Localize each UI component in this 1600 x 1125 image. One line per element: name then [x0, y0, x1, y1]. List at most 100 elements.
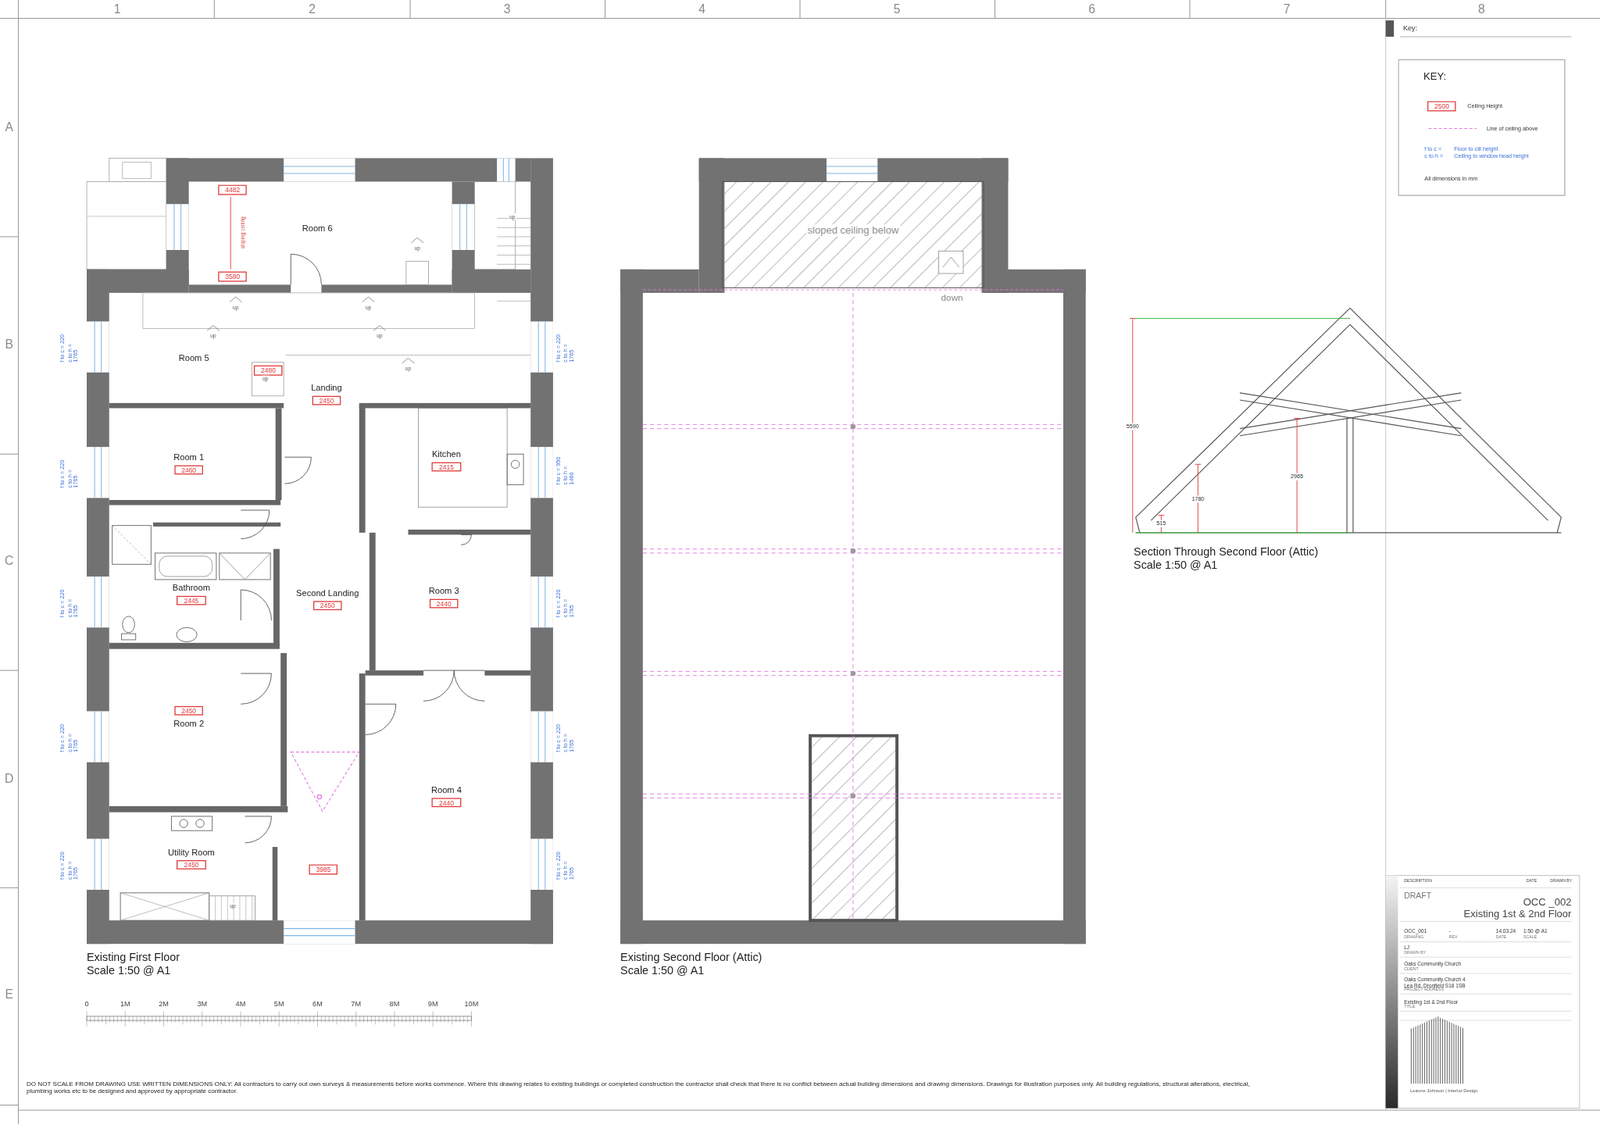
scale-tick [243, 1016, 245, 1023]
title-block-rule [1400, 1010, 1572, 1012]
scale-tick [428, 1016, 430, 1023]
window-note: f to c = 950 c to h = 1460 [555, 453, 576, 486]
stair-label: up [232, 303, 239, 311]
window-note: f to c = 220 c to h = 1765 [555, 331, 576, 363]
title-block-text: DATE [1496, 935, 1508, 940]
partition [365, 670, 424, 676]
title-block-text: Existing 1st & 2nd Floor [1463, 907, 1572, 921]
ceiling-height-tag: 3985 [308, 864, 338, 875]
scale-tick [97, 1016, 99, 1023]
scale-tick [247, 1016, 249, 1023]
grid-ref: 7 [1283, 1, 1291, 17]
ceiling-height-tag: 2440 [429, 598, 459, 609]
grid-ref: 5 [893, 1, 901, 17]
scale-tick [305, 1016, 307, 1023]
partition [272, 846, 279, 921]
scale-tick [205, 1016, 207, 1023]
door-swing [423, 670, 454, 701]
door-swing [460, 534, 472, 545]
logo-line [1426, 1021, 1428, 1085]
scale-tick [209, 1016, 211, 1023]
scale-label: 2M [158, 1000, 169, 1009]
scale-label: 8M [389, 1000, 400, 1009]
collar [1239, 392, 1461, 429]
designer-name: Leanne Johnson | Interior Design [1410, 1088, 1478, 1094]
window-note: f to c = 220 c to h = 1765 [59, 849, 80, 881]
scale-tick [317, 1010, 318, 1027]
scale-tick [378, 1016, 380, 1023]
drawing-scale: Scale 1:50 @ A1 [620, 964, 704, 978]
window-glass [283, 165, 355, 167]
grid-divider [0, 453, 19, 455]
logo-line [1428, 1020, 1430, 1084]
scale-tick [471, 1010, 472, 1027]
stair-label: up [365, 303, 372, 311]
logo-line [1410, 1028, 1412, 1085]
title-block-text: DRAWN BY [1403, 950, 1426, 956]
scale-tick [432, 1010, 434, 1027]
window-glass [100, 839, 102, 890]
drawing-scale: Scale 1:50 @ A1 [1133, 558, 1218, 572]
stair-tread [496, 245, 531, 247]
scale-tick [175, 1016, 176, 1023]
stair-tread [496, 227, 531, 229]
disclaimer-note: DO NOT SCALE FROM DRAWING USE WRITTEN DI… [26, 1079, 1267, 1095]
window-glass [508, 157, 510, 182]
grid-ref: 8 [1478, 1, 1486, 17]
window-glass [503, 157, 504, 182]
counter-cross [120, 892, 210, 921]
window [166, 203, 190, 250]
cupboard [219, 553, 271, 580]
chimney [109, 157, 167, 182]
room-label: Room 42440 [392, 778, 500, 814]
drawing-title: Section Through Second Floor (Attic) [1133, 545, 1318, 559]
key-symbol: f to c = [1424, 145, 1442, 153]
stair-label: up [228, 903, 237, 910]
drawing-title: Existing First Floor [86, 950, 180, 965]
wall [189, 284, 292, 293]
scale-label: 0 [84, 1000, 89, 1009]
scale-tick [447, 1016, 449, 1023]
partition [280, 653, 287, 807]
scale-tick [263, 1016, 265, 1023]
scale-tick [386, 1016, 388, 1023]
scale-tick [251, 1016, 253, 1023]
grid-divider [214, 0, 215, 19]
scale-tick [239, 1010, 241, 1027]
title-block-text: Oaks Community Church [1403, 960, 1461, 967]
partition [273, 549, 280, 647]
wall [86, 920, 554, 944]
scale-tick [343, 1016, 345, 1023]
room-label: Room 12460 [132, 446, 246, 481]
ceiling-height-tag: 2440 [432, 797, 461, 808]
title-block-text: DESCRIPTION [1403, 878, 1433, 884]
ceiling-height-tag: 2450 [313, 600, 343, 611]
title-block-rule [1400, 1020, 1572, 1022]
scale-tick [436, 1016, 438, 1023]
room-label: 2450Room 2 [137, 700, 240, 734]
window-note: f to c = 220 c to h = 1765 [555, 586, 576, 618]
stair-line [285, 354, 531, 356]
scale-tick [159, 1016, 161, 1023]
collar [1239, 400, 1461, 436]
dimension-line [1135, 317, 1350, 319]
scale-tick [193, 1016, 195, 1023]
scale-tick [289, 1016, 291, 1023]
room-label: Room 5 [142, 344, 246, 372]
scale-tick [397, 1016, 399, 1023]
king-post [1352, 418, 1354, 533]
scale-label: 5M [274, 1000, 285, 1009]
grid-ref: A [5, 120, 14, 136]
title-block-text: OCC _002 [1523, 896, 1572, 909]
scale-tick [455, 1016, 457, 1023]
stair-tread [496, 254, 531, 256]
scale-tick [136, 1016, 138, 1023]
title-block-rule [1400, 941, 1572, 943]
ceiling-height-tag: 3580 [217, 271, 247, 283]
stair-void [810, 735, 897, 921]
partition [153, 522, 281, 527]
logo-line [1444, 1019, 1446, 1084]
stair-tread [221, 896, 222, 921]
scale-tick [147, 1016, 149, 1023]
